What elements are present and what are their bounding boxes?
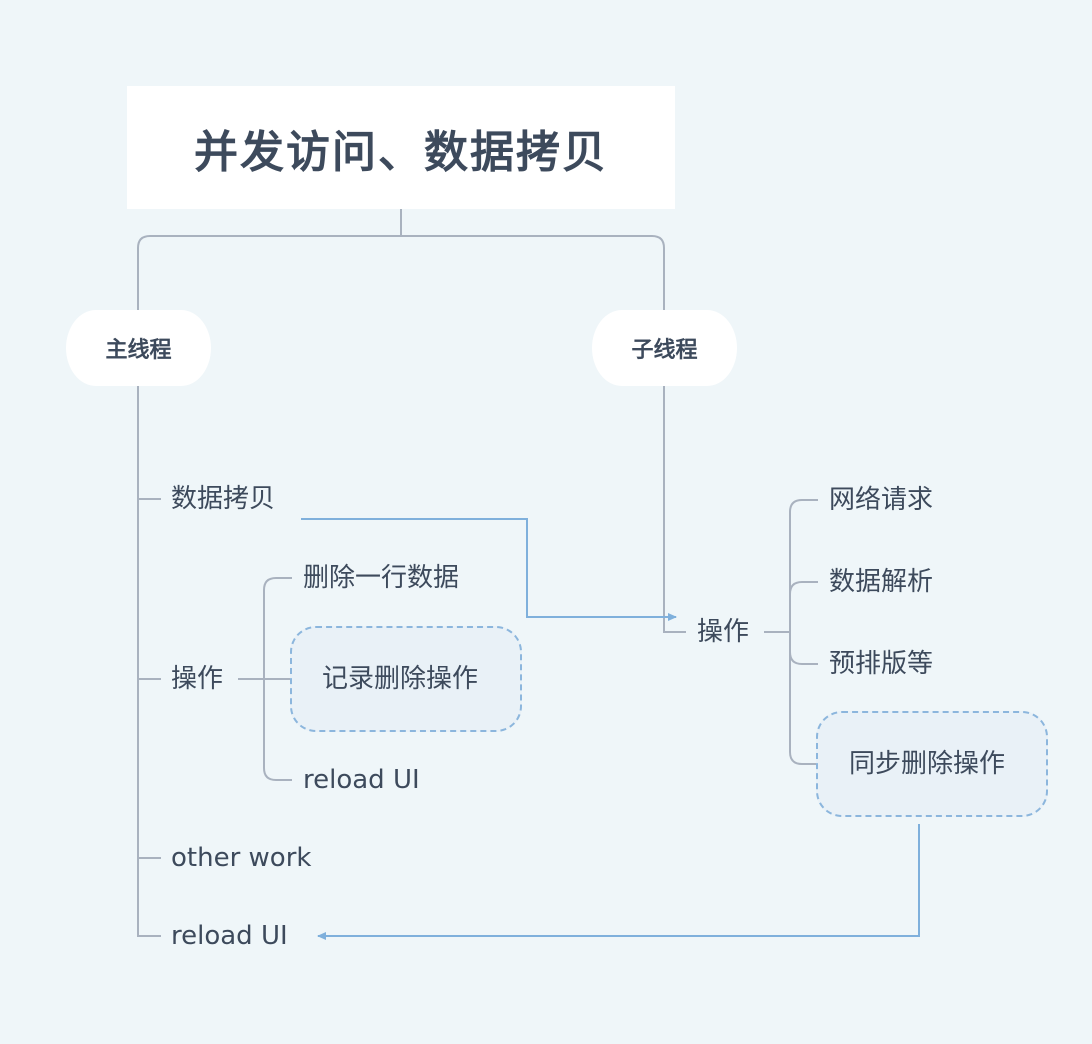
title-node[interactable]: 并发访问、数据拷贝 bbox=[127, 86, 675, 209]
sub-branch-layout bbox=[789, 651, 818, 665]
main-item-reload-ui[interactable]: reload UI bbox=[171, 921, 288, 951]
sync-delete-highlight-box bbox=[816, 711, 1048, 817]
operation-child-reload-ui[interactable]: reload UI bbox=[303, 765, 420, 795]
sub-branch-parse bbox=[789, 581, 818, 595]
sub-child-network[interactable]: 网络请求 bbox=[829, 485, 934, 515]
sub-thread-label: 子线程 bbox=[631, 338, 698, 363]
flow-arrow-copy-to-sub-operation bbox=[301, 518, 677, 621]
sub-thread-spine bbox=[663, 386, 686, 633]
sub-child-sync-delete[interactable]: 同步删除操作 bbox=[849, 749, 1006, 779]
main-thread-spine bbox=[137, 386, 161, 937]
title-branch-line bbox=[137, 235, 665, 310]
operation-child-record-delete[interactable]: 记录删除操作 bbox=[322, 664, 479, 694]
main-thread-label: 主线程 bbox=[105, 338, 172, 363]
operation-child-delete-row[interactable]: 删除一行数据 bbox=[303, 563, 460, 593]
main-item-data-copy[interactable]: 数据拷贝 bbox=[171, 484, 276, 514]
main-thread-node[interactable]: 主线程 bbox=[66, 310, 211, 386]
record-delete-highlight-box bbox=[290, 626, 522, 732]
flow-arrow-sync-to-reload bbox=[317, 824, 920, 940]
sub-child-parse[interactable]: 数据解析 bbox=[829, 567, 934, 597]
sub-child-layout[interactable]: 预排版等 bbox=[829, 649, 934, 679]
main-item-operation[interactable]: 操作 bbox=[171, 664, 224, 694]
sub-item-operation[interactable]: 操作 bbox=[697, 617, 750, 647]
title-text: 并发访问、数据拷贝 bbox=[194, 126, 608, 178]
sub-operation-bracket bbox=[789, 499, 838, 765]
sub-thread-node[interactable]: 子线程 bbox=[592, 310, 737, 386]
main-item-other-work[interactable]: other work bbox=[171, 843, 312, 873]
